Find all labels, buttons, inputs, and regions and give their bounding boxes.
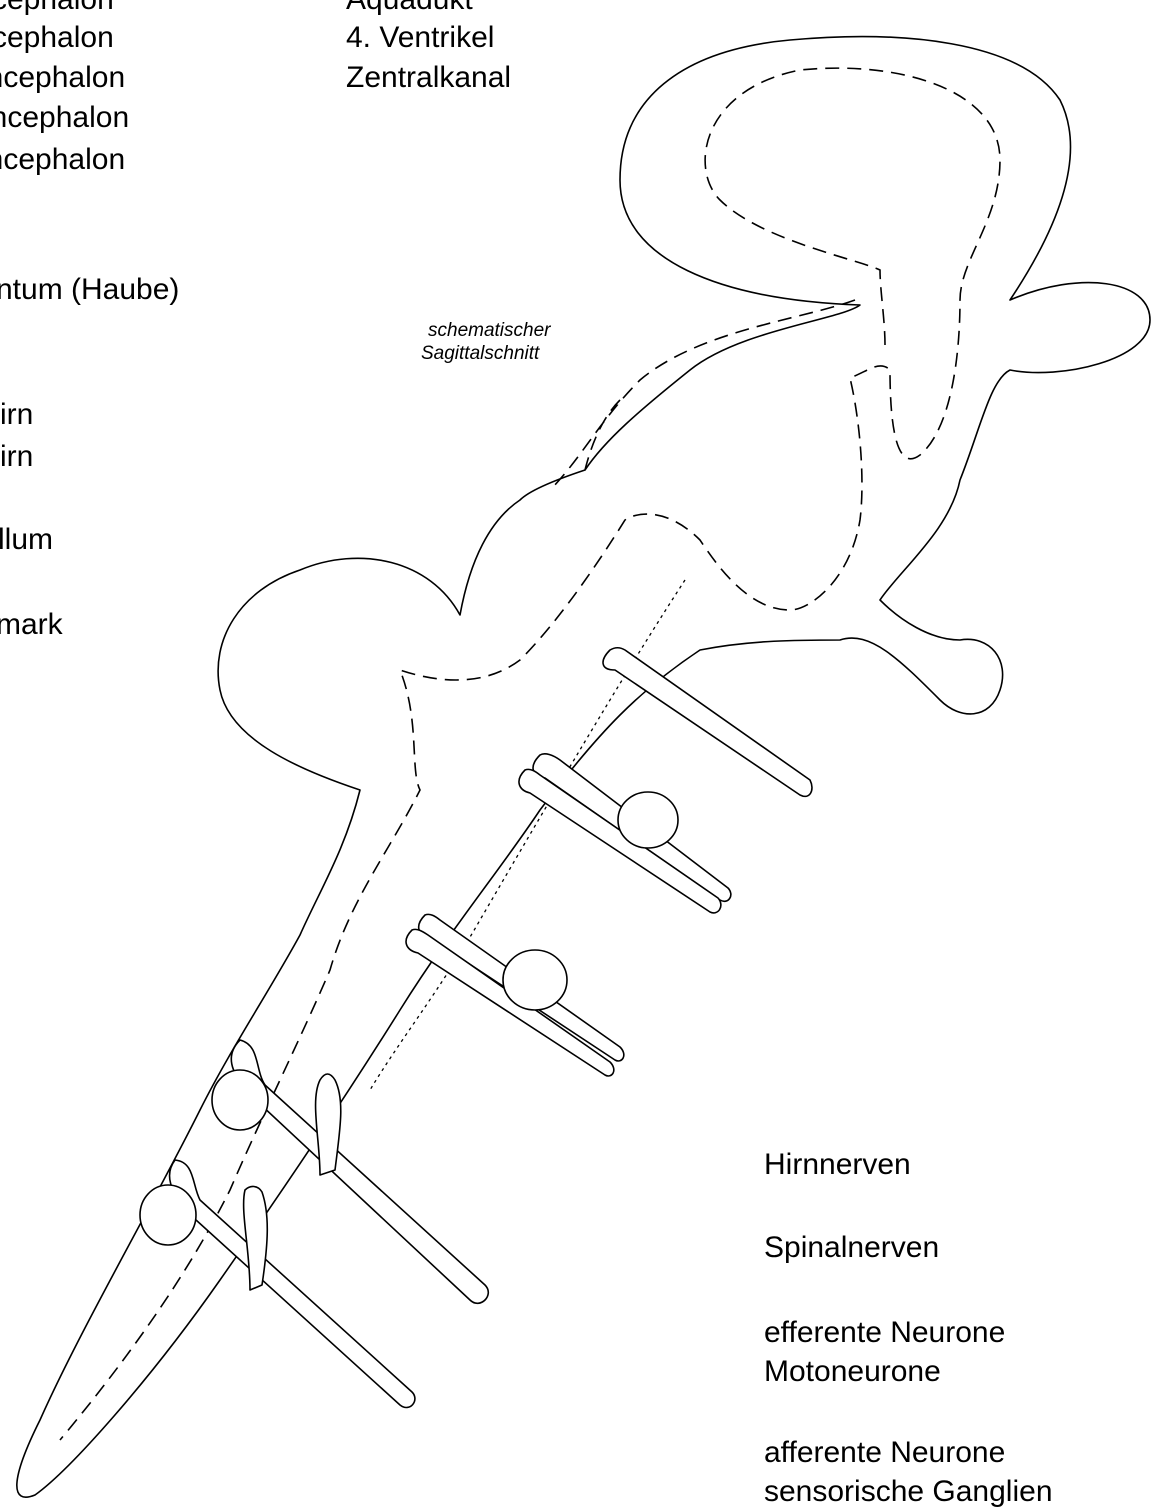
neural-tube-outline [17,37,1150,1498]
label-left-6: ntum (Haube) [0,270,179,310]
label-left-4: encephalon [0,98,129,138]
legend-efferent-2: Motoneurone [764,1352,941,1392]
cranial-ganglion-2 [503,950,567,1010]
annotation-line-2: Sagittalschnitt [421,343,539,365]
cranial-nerve-2b [519,769,721,913]
cranial-nerve-1 [603,648,812,797]
label-aquaeduct: Aquädukt [346,0,473,20]
label-left-2: cephalon [0,18,114,58]
legend-efferent-1: efferente Neurone [764,1313,1005,1353]
spinal-ganglion-2 [140,1185,196,1245]
label-4th-ventricle: 4. Ventrikel [346,18,494,58]
cranial-ganglion-1 [618,792,678,848]
legend-afferent-1: afferente Neurone [764,1433,1005,1473]
spinal-nerve-2-root [244,1186,268,1290]
label-left-7: irn [0,395,33,435]
label-left-5: encephalon [0,140,125,180]
label-left-1: cephalon [0,0,114,20]
label-central-canal: Zentralkanal [346,58,511,98]
spinal-ganglion-1 [212,1070,268,1130]
cranial-nerve-3b [406,929,614,1076]
label-left-8: irn [0,437,33,477]
label-left-9: llum [0,520,53,560]
annotation-line-1: schematischer [428,320,551,342]
legend-afferent-2: sensorische Ganglien [764,1472,1053,1512]
legend-hirnnerven: Hirnnerven [764,1145,911,1185]
label-left-3: encephalon [0,58,125,98]
spinal-nerve-1-root [316,1074,341,1175]
label-left-10: mark [0,605,63,645]
legend-spinalnerven: Spinalnerven [764,1228,939,1268]
